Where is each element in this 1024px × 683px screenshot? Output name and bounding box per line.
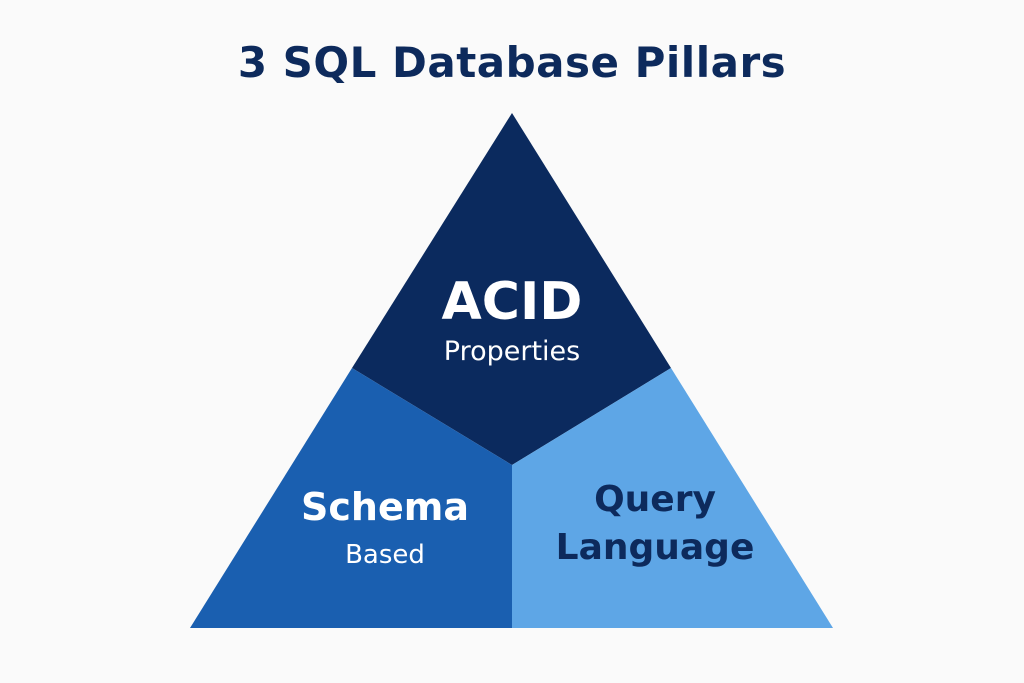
- label-acid: ACID Properties: [412, 272, 612, 372]
- diagram-title: 3 SQL Database Pillars: [237, 38, 787, 87]
- label-query: Query Language: [540, 476, 770, 572]
- acid-subtitle: Properties: [443, 336, 581, 367]
- query-title: Query: [594, 479, 716, 520]
- segment-acid: [352, 113, 671, 465]
- query-subtitle: Language: [555, 527, 755, 568]
- schema-subtitle: Based: [345, 540, 425, 570]
- schema-title: Schema: [301, 485, 469, 529]
- label-schema: Schema Based: [285, 482, 485, 578]
- segment-query: [512, 368, 833, 628]
- segment-schema: [190, 368, 512, 628]
- acid-title: ACID: [441, 272, 583, 332]
